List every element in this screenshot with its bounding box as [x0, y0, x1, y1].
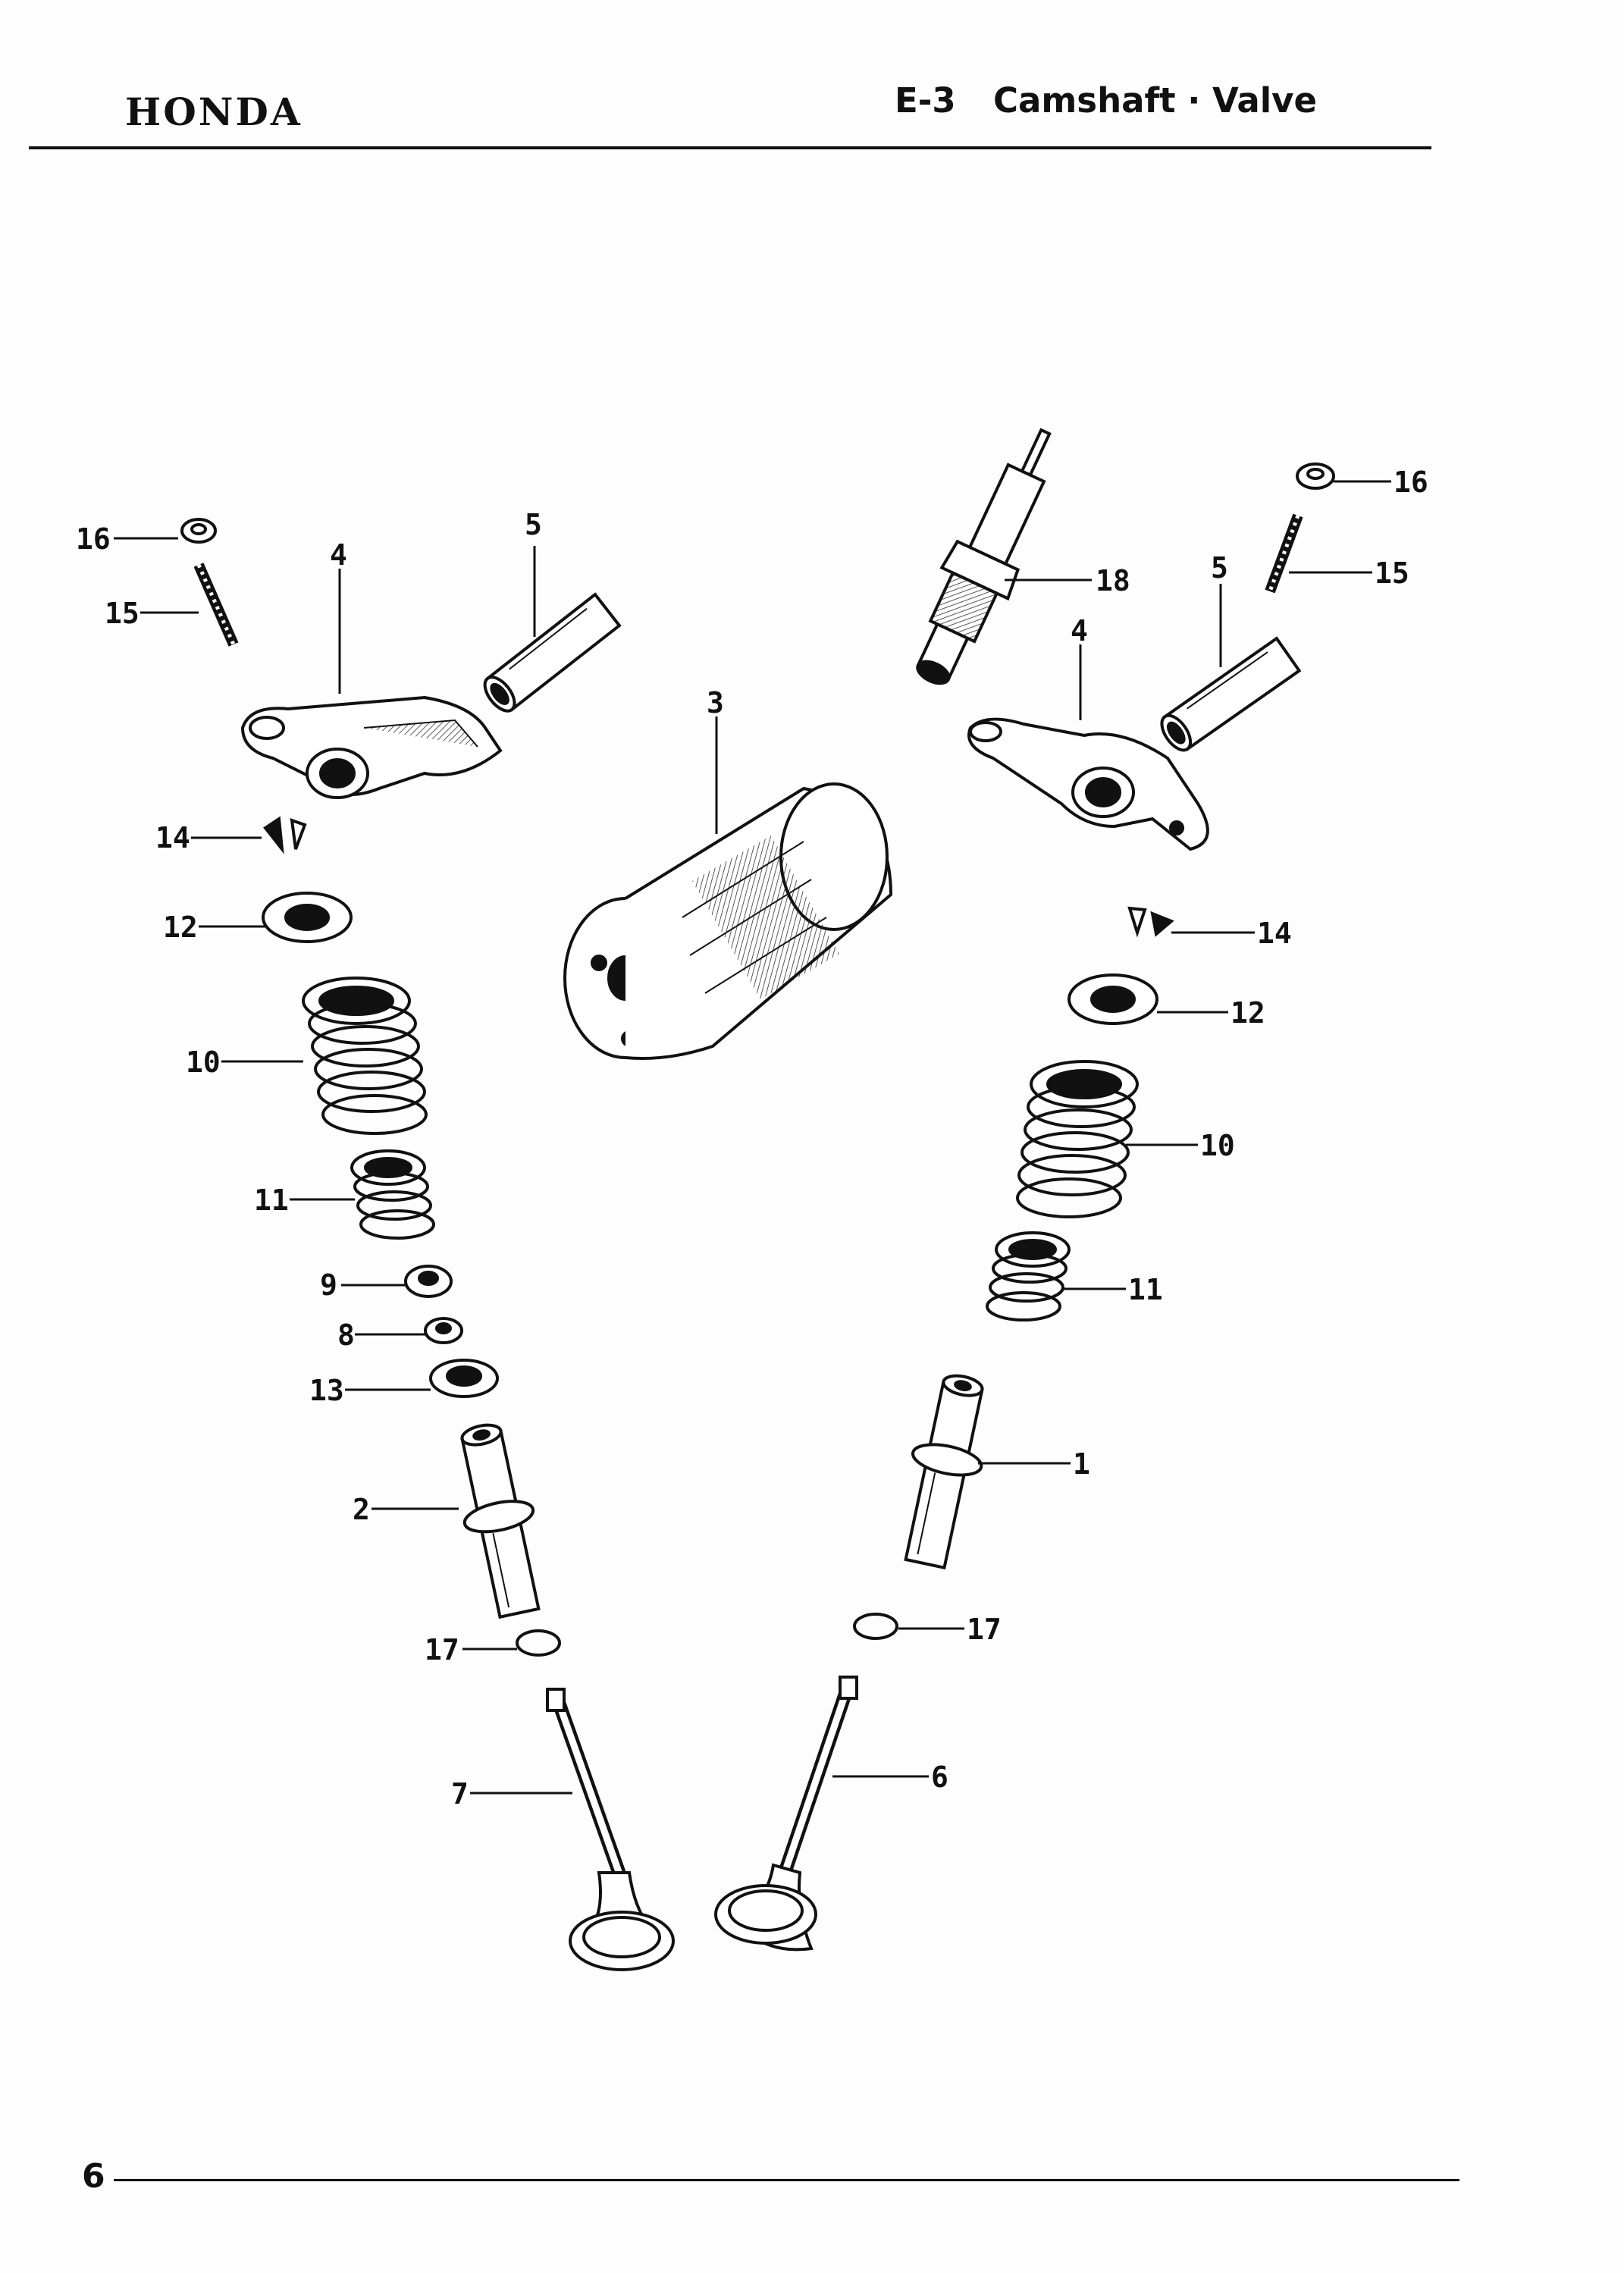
spring-seat-13: [429, 1359, 499, 1398]
valve-6-exhaust: [714, 1676, 858, 1952]
callout-17-left: 17: [425, 1633, 459, 1666]
rocker-arm-4-left: [240, 695, 503, 799]
callout-labels: 16 15 4 5 3 14 12 10 11 9 8 13 2 17 7 18…: [76, 466, 1428, 1811]
inner-spring-11-right: [986, 1231, 1071, 1321]
rocker-arm-4-right: [967, 717, 1209, 851]
callout-9: 9: [320, 1268, 337, 1302]
callout-3: 3: [707, 686, 724, 720]
callout-10-left: 10: [186, 1046, 221, 1079]
callout-14-right: 14: [1257, 917, 1292, 950]
callout-15-right: 15: [1375, 556, 1409, 590]
callout-2: 2: [353, 1493, 370, 1526]
spring-seat-9: [404, 1265, 453, 1298]
stud-15-right: [1265, 513, 1303, 594]
leader-lines: [114, 480, 1391, 1795]
spring-retainer-12-right: [1068, 973, 1158, 1025]
callout-12-left: 12: [163, 911, 198, 944]
outer-spring-10-left: [302, 977, 428, 1135]
header-rule: [29, 146, 1431, 149]
nut-16-left: [180, 518, 217, 544]
callout-11-left: 11: [254, 1184, 289, 1217]
valve-guide-1: [904, 1374, 984, 1570]
callout-11-right: 11: [1128, 1273, 1163, 1306]
callout-4-left: 4: [330, 538, 347, 572]
valve-cotters-14-left: [263, 816, 307, 854]
spring-retainer-12-left: [262, 892, 353, 943]
outer-spring-10-right: [1016, 1060, 1139, 1218]
brand-logo: HONDA: [125, 89, 303, 134]
stud-15-left: [193, 563, 239, 647]
callout-15-left: 15: [105, 597, 140, 630]
section-code: E-3: [895, 80, 956, 121]
callout-6: 6: [931, 1760, 948, 1794]
page-number: 6: [82, 2157, 105, 2196]
callout-16-right: 16: [1394, 466, 1428, 499]
footer-rule: [114, 2179, 1459, 2181]
o-ring-17-right: [853, 1613, 898, 1640]
callout-8: 8: [337, 1318, 355, 1352]
callout-13: 13: [309, 1374, 344, 1407]
inner-spring-11-left: [350, 1149, 435, 1240]
callout-7: 7: [451, 1777, 469, 1811]
callout-14-left: 14: [155, 821, 190, 854]
callout-12-right: 12: [1231, 996, 1265, 1030]
page-title: Camshaft · Valve: [993, 80, 1317, 121]
callout-4-right: 4: [1071, 614, 1088, 647]
camshaft-3: [563, 782, 893, 1060]
callout-16-left: 16: [76, 522, 111, 556]
callout-1: 1: [1073, 1447, 1090, 1481]
valve-guide-2: [460, 1423, 541, 1619]
valve-7-intake: [546, 1688, 675, 1971]
washer-8: [424, 1317, 463, 1344]
callout-5-right: 5: [1211, 551, 1228, 585]
rocker-pin-5-left: [483, 592, 622, 713]
valve-cotters-14-right: [1127, 906, 1174, 938]
spark-plug-18: [916, 428, 1052, 685]
o-ring-17-left: [516, 1629, 561, 1657]
callout-5-left: 5: [525, 508, 542, 541]
callout-10-right: 10: [1200, 1129, 1235, 1162]
rocker-pin-5-right: [1160, 636, 1302, 752]
nut-16-right: [1296, 462, 1335, 490]
callout-18: 18: [1096, 564, 1130, 597]
callout-17-right: 17: [967, 1613, 1002, 1646]
